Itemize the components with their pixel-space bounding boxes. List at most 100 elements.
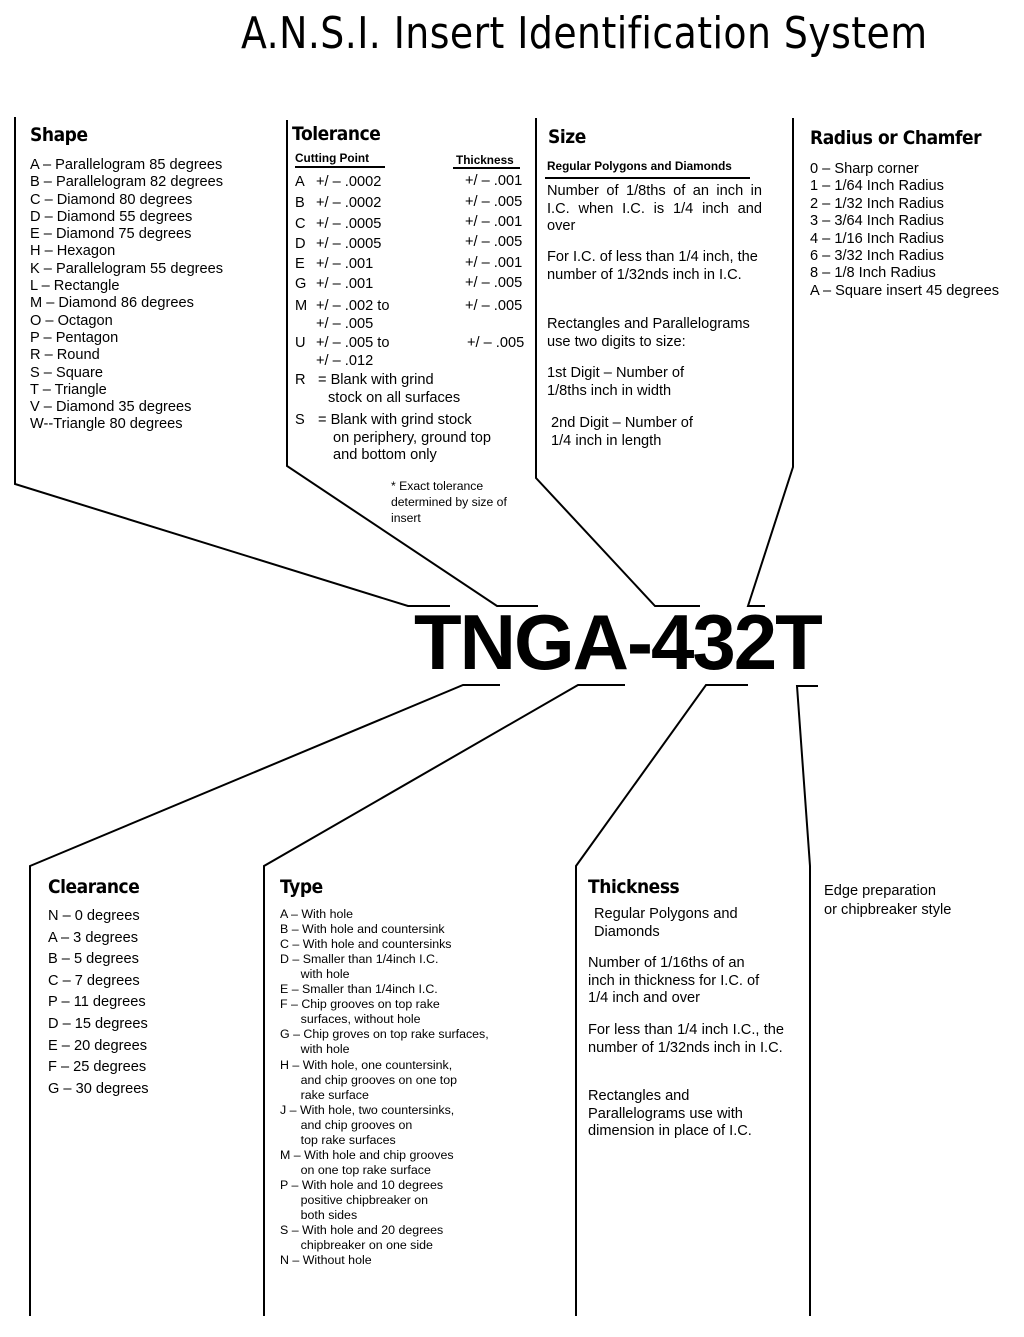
size-paragraph-4: 1st Digit – Number of 1/8ths inch in wid…	[547, 365, 685, 399]
tol-cutting-value-2: +/ – .012	[316, 353, 374, 369]
tol-cutting-value: +/ – .0005	[316, 236, 382, 252]
thickness-paragraph-1: Number of 1/16ths of an inch in thicknes…	[588, 955, 760, 1006]
type-line: both sides	[280, 1208, 358, 1222]
tol-letter: D	[295, 236, 306, 252]
tol-letter: M	[295, 298, 308, 314]
type-line: B – With hole and countersink	[280, 922, 445, 937]
shape-item: H – Hexagon	[30, 243, 116, 260]
shape-item: C – Diamond 80 degrees	[30, 191, 193, 208]
clearance-item: G – 30 degrees	[48, 1080, 149, 1097]
thickness-header: Thickness	[588, 876, 680, 898]
size-subheader: Regular Polygons and Diamonds	[547, 159, 732, 173]
tol-thickness-value: +/ – .005	[465, 298, 523, 314]
shape-item: M – Diamond 86 degrees	[30, 295, 194, 312]
type-line: positive chipbreaker on	[280, 1192, 429, 1207]
shape-item: T – Triangle	[30, 381, 107, 398]
clearance-header: Clearance	[48, 876, 140, 898]
thickness-subheader: Regular Polygons and Diamonds	[594, 906, 738, 940]
type-header: Type	[280, 876, 323, 898]
size-paragraph-5: 2nd Digit – Number of 1/4 inch in length	[551, 415, 693, 449]
shape-item: R – Round	[30, 347, 100, 364]
tol-r-letter: R	[295, 372, 306, 388]
radius-connector	[746, 118, 794, 607]
radius-item: 4 – 1/16 Inch Radius	[810, 230, 944, 247]
radius-item: 8 – 1/8 Inch Radius	[810, 265, 936, 282]
clearance-connector	[29, 684, 500, 1316]
thickness-connector	[575, 684, 748, 1316]
tol-s-letter: S	[295, 412, 305, 428]
type-line: chipbreaker on one side	[280, 1238, 433, 1253]
shape-item: D – Diamond 55 degrees	[30, 208, 193, 225]
clearance-item: E – 20 degrees	[48, 1037, 147, 1054]
type-line: E – Smaller than 1/4inch I.C.	[280, 982, 438, 997]
shape-header: Shape	[30, 124, 88, 146]
tol-cutting-value: +/ – .002 to	[316, 298, 390, 314]
radius-item: A – Square insert 45 degrees	[810, 282, 1000, 299]
tol-cutting-value: +/ – .0002	[316, 174, 382, 190]
clearance-item: F – 25 degrees	[48, 1059, 147, 1076]
tol-note-line2: determined by size of	[391, 495, 507, 509]
insert-code: TNGA-432T	[414, 598, 823, 686]
edge-line-2: or chipbreaker style	[824, 902, 952, 918]
tol-thickness-value: +/ – .005	[465, 194, 523, 210]
shape-item: K – Parallelogram 55 degrees	[30, 260, 224, 277]
type-line: C – With hole and countersinks	[280, 937, 452, 952]
size-paragraph-2: For I.C. of less than 1/4 inch, the numb…	[547, 249, 758, 283]
tol-thickness-value: +/ – .005	[465, 234, 523, 250]
clearance-item: D – 15 degrees	[48, 1015, 148, 1032]
shape-item: V – Diamond 35 degrees	[30, 399, 192, 416]
type-line: rake surface	[280, 1087, 369, 1102]
type-line: P – With hole and 10 degrees	[280, 1177, 444, 1192]
tol-thickness-value: +/ – .001	[465, 173, 523, 189]
tol-note-line1: * Exact tolerance	[391, 479, 484, 493]
shape-item: O – Octagon	[30, 312, 113, 329]
tolerance-header: Tolerance	[292, 123, 381, 145]
type-line: N – Without hole	[280, 1253, 372, 1268]
radius-header: Radius or Chamfer	[810, 127, 982, 149]
radius-item: 0 – Sharp corner	[810, 161, 919, 177]
radius-item: 1 – 1/64 Inch Radius	[810, 178, 944, 195]
type-line: A – With hole	[280, 907, 354, 921]
shape-connector	[14, 117, 450, 607]
thickness-paragraph-3: Rectangles and Parallelograms use with d…	[588, 1088, 752, 1139]
tol-thickness-value: +/ – .001	[465, 214, 523, 230]
thickness-paragraph-2: For less than 1/4 inch I.C., the number …	[588, 1022, 784, 1056]
shape-item: S – Square	[30, 364, 104, 381]
size-paragraph-3: Rectangles and Parallelograms use two di…	[547, 316, 750, 350]
shape-item: W--Triangle 80 degrees	[30, 416, 183, 433]
tol-s-line3: and bottom only	[333, 447, 437, 463]
shape-item: L – Rectangle	[30, 278, 120, 295]
tol-thickness-value: +/ – .005	[465, 275, 523, 291]
type-line: M – With hole and chip grooves	[280, 1147, 454, 1162]
tol-letter: E	[295, 256, 305, 272]
type-line: J – With hole, two countersinks,	[280, 1102, 455, 1117]
type-line: on one top rake surface	[280, 1162, 431, 1177]
shape-item: E – Diamond 75 degrees	[30, 226, 192, 243]
tol-s-line2: on periphery, ground top	[333, 430, 491, 446]
radius-item: 2 – 1/32 Inch Radius	[810, 195, 944, 212]
tol-letter: G	[295, 276, 307, 292]
page-title: A.N.S.I. Insert Identification System	[241, 8, 928, 59]
type-line: F – Chip grooves on top rake	[280, 997, 440, 1012]
clearance-item: N – 0 degrees	[48, 908, 140, 924]
tol-thickness-value: +/ – .001	[465, 255, 523, 271]
cutting-point-label: Cutting Point	[295, 151, 370, 165]
shape-item: P – Pentagon	[30, 329, 119, 346]
tol-note-line3: insert	[391, 511, 421, 525]
tol-cutting-value: +/ – .005 to	[316, 335, 390, 351]
edge-line-1: Edge preparation	[824, 883, 936, 899]
type-line: H – With hole, one countersink,	[280, 1057, 453, 1072]
tol-r-line1: = Blank with grind	[318, 372, 434, 388]
type-line: and chip grooves on one top	[280, 1072, 458, 1087]
shape-item: B – Parallelogram 82 degrees	[30, 174, 224, 191]
clearance-item: C – 7 degrees	[48, 972, 140, 989]
type-line: and chip grooves on	[280, 1117, 413, 1132]
clearance-item: A – 3 degrees	[48, 929, 139, 946]
tol-cutting-value-2: +/ – .005	[316, 316, 374, 332]
edge-connector	[795, 685, 818, 1316]
tol-s-line1: = Blank with grind stock	[318, 412, 472, 428]
